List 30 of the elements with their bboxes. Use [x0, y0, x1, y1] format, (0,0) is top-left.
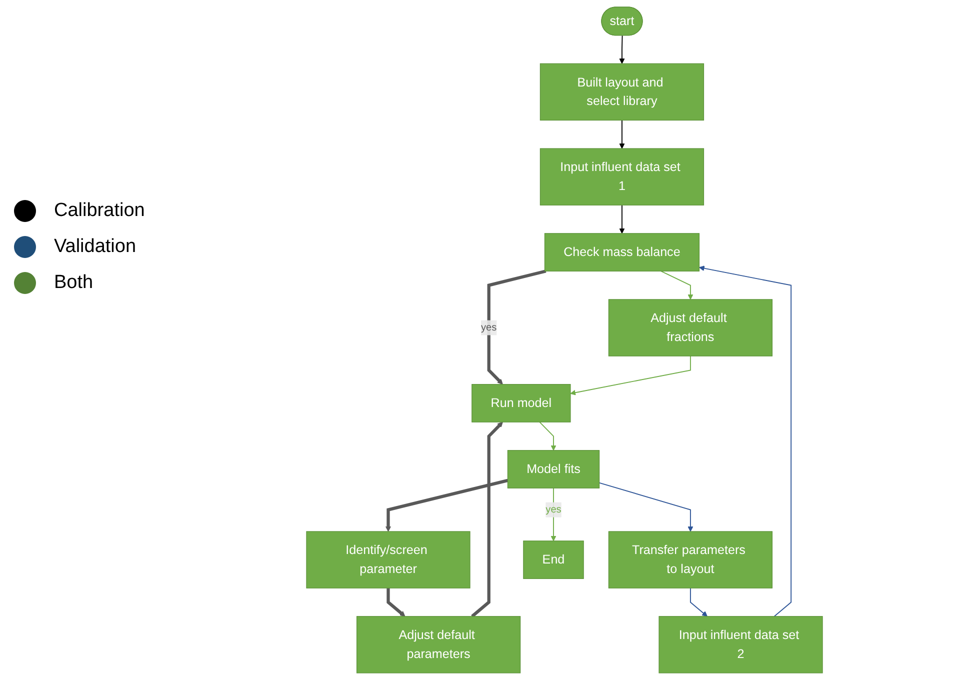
legend-label: Calibration — [54, 200, 145, 222]
node-box: Adjust default fractions — [608, 299, 773, 356]
legend-label: Validation — [54, 236, 136, 258]
arrow — [550, 488, 556, 542]
arrow — [487, 270, 546, 385]
arrow — [598, 482, 694, 532]
arrow — [660, 270, 694, 300]
legend-label: Both — [54, 272, 94, 294]
node-box: Identify/screen parameter — [306, 531, 470, 588]
arrow — [385, 478, 508, 532]
node-box: Input influent data set 2 — [658, 616, 823, 674]
arrow — [539, 422, 556, 451]
node-box: Run model — [472, 384, 571, 422]
node-box: Model fits — [507, 450, 600, 488]
node-box: Adjust default parameters — [356, 616, 521, 674]
node-box: Built layout and select library — [540, 63, 704, 121]
node-box: Transfer parameters to layout — [608, 531, 773, 588]
arrow — [471, 422, 503, 618]
edge-label: yes — [546, 504, 562, 515]
node-box: Check mass balance — [544, 233, 700, 272]
arrow — [619, 204, 625, 234]
arrow — [386, 588, 406, 617]
arrow — [619, 35, 625, 64]
edge-label: yes — [481, 322, 497, 333]
node-box: End — [523, 540, 584, 579]
arrow — [690, 588, 708, 617]
arrow — [570, 356, 691, 396]
node-box: Input influent data set 1 — [540, 148, 704, 206]
arrow — [619, 120, 625, 149]
arrow — [698, 266, 792, 617]
